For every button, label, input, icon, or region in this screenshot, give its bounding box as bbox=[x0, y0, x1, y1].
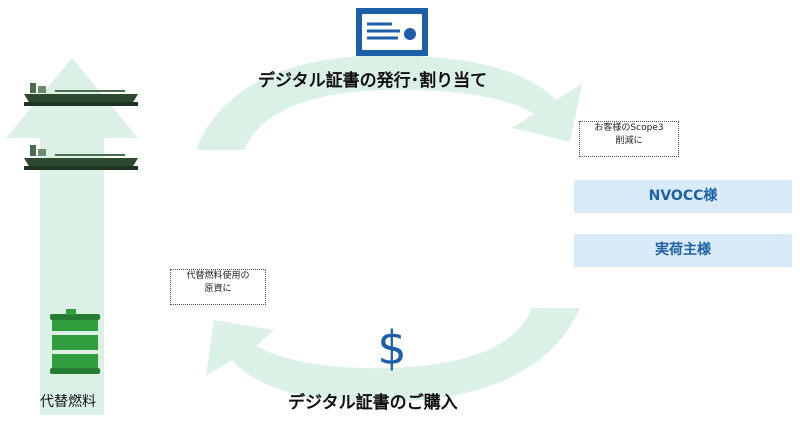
scope3-note-line1: お客様のScope3 bbox=[594, 123, 664, 133]
up-arrow bbox=[6, 58, 138, 415]
purchase-title: デジタル証書のご購入 bbox=[288, 393, 458, 413]
party-nvocc: NVOCC様 bbox=[574, 180, 792, 213]
container-ship-icon bbox=[24, 83, 138, 106]
funding-note-line1: 代替燃料使用の bbox=[186, 271, 250, 281]
purchase-arrow bbox=[206, 308, 580, 403]
alt-fuel-label: 代替燃料 bbox=[40, 394, 96, 410]
party-shipper: 実荷主様 bbox=[574, 234, 792, 267]
container-ship-icon bbox=[24, 145, 138, 170]
issuance-title: デジタル証書の発行･割り当て bbox=[258, 71, 488, 91]
scope3-note-line2: 削減に bbox=[615, 136, 643, 146]
funding-note-line2: 原資に bbox=[204, 284, 232, 294]
dollar-icon: $ bbox=[377, 321, 406, 375]
funding-note: 代替燃料使用の 原資に bbox=[170, 269, 266, 305]
issuance-arrow bbox=[196, 55, 582, 150]
certificate-icon bbox=[356, 8, 428, 56]
scope3-note: お客様のScope3 削減に bbox=[579, 121, 679, 157]
fuel-drum-icon bbox=[50, 309, 100, 374]
